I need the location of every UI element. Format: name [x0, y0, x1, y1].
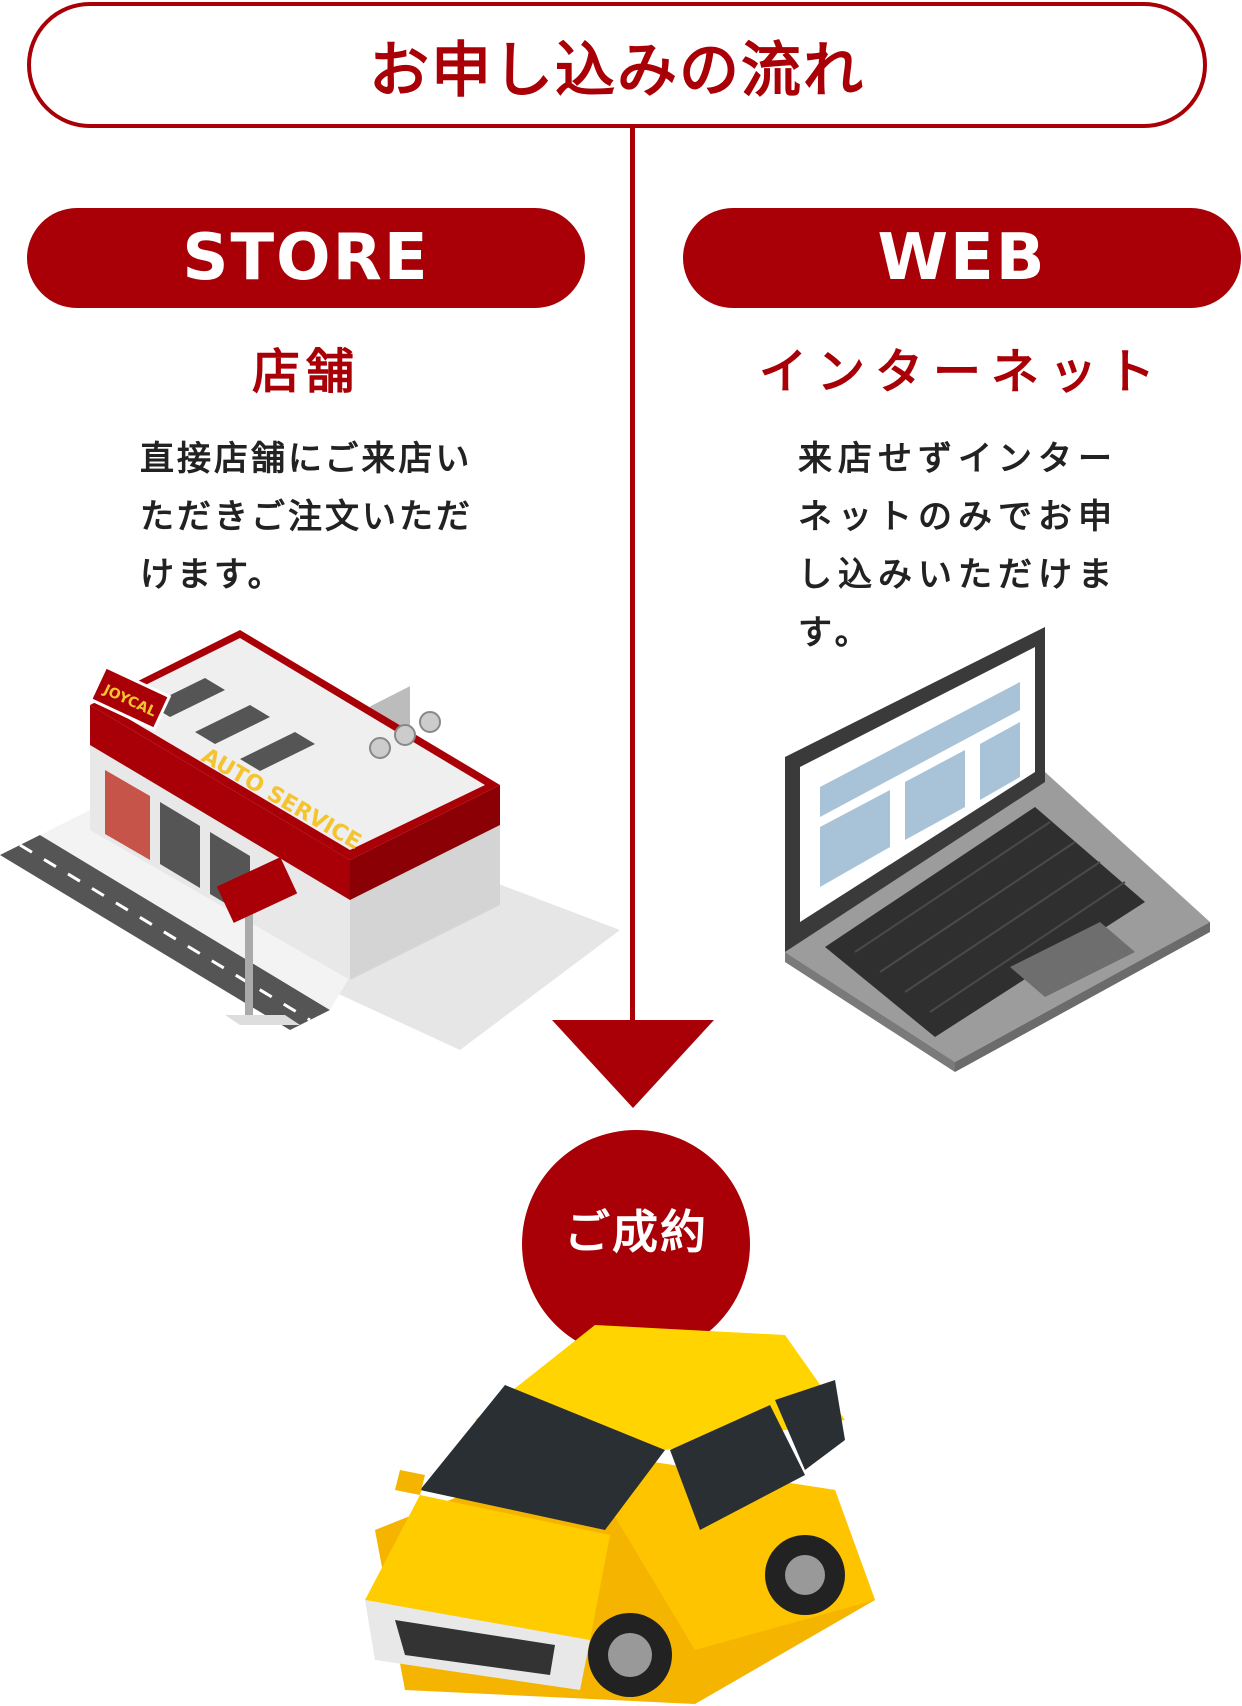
contract-circle: ご成約 [522, 1130, 750, 1358]
store-label: STORE [182, 221, 430, 295]
store-building-illustration: AUTO SERVICE JOYCAL [0, 630, 620, 1050]
store-description: 直接店舗にご来店いただきご注文いただけます。 [140, 439, 473, 595]
web-subtitle: インターネット [758, 344, 1165, 400]
car-illustration [365, 1325, 875, 1704]
contract-label: ご成約 [564, 1205, 708, 1259]
web-label: WEB [877, 221, 1047, 295]
flow-connector-line [630, 126, 635, 1026]
store-subtitle: 店舗 [251, 344, 360, 400]
web-heading-pill: WEB [683, 208, 1241, 308]
laptop-illustration [785, 627, 1210, 1072]
web-description: 来店せずインターネットのみでお申し込みいただけます。 [798, 439, 1118, 653]
page-title: お申し込みの流れ [369, 35, 865, 106]
store-heading-pill: STORE [27, 208, 585, 308]
arrow-down-icon [552, 1020, 714, 1108]
flow-title-box: お申し込みの流れ [27, 2, 1207, 128]
